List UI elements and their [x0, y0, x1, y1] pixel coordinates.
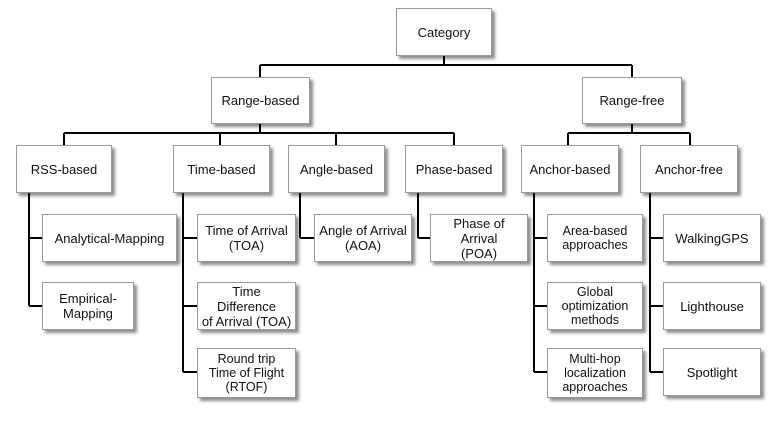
rss-based-node: RSS-based — [16, 145, 112, 193]
area-based-approaches-node: Area-based approaches — [547, 214, 643, 262]
time-based-node: Time-based — [173, 145, 270, 193]
analytical-mapping-node: Analytical-Mapping — [42, 214, 177, 262]
lighthouse-node: Lighthouse — [663, 282, 761, 330]
time-of-arrival-node: Time of Arrival (TOA) — [197, 214, 296, 262]
time-difference-of-arrival-node: Time Difference of Arrival (TOA) — [197, 282, 296, 330]
anchor-based-node: Anchor-based — [521, 145, 619, 193]
spotlight-node: Spotlight — [663, 348, 761, 396]
round-trip-time-of-flight-node: Round trip Time of Flight (RTOF) — [197, 348, 296, 398]
angle-of-arrival-node: Angle of Arrival (AOA) — [314, 214, 412, 262]
walkinggps-node: WalkingGPS — [663, 214, 761, 262]
empirical-mapping-node: Empirical- Mapping — [42, 282, 134, 330]
anchor-free-node: Anchor-free — [640, 145, 738, 193]
angle-based-node: Angle-based — [288, 145, 385, 193]
global-optimization-methods-node: Global optimization methods — [547, 282, 643, 330]
phase-based-node: Phase-based — [405, 145, 503, 193]
phase-of-arrival-node: Phase of Arrival (POA) — [430, 214, 528, 262]
range-free-node: Range-free — [582, 77, 682, 124]
category-node: Category — [396, 8, 492, 56]
multi-hop-localization-approaches-node: Multi-hop localization approaches — [547, 348, 643, 398]
range-based-node: Range-based — [211, 77, 310, 124]
